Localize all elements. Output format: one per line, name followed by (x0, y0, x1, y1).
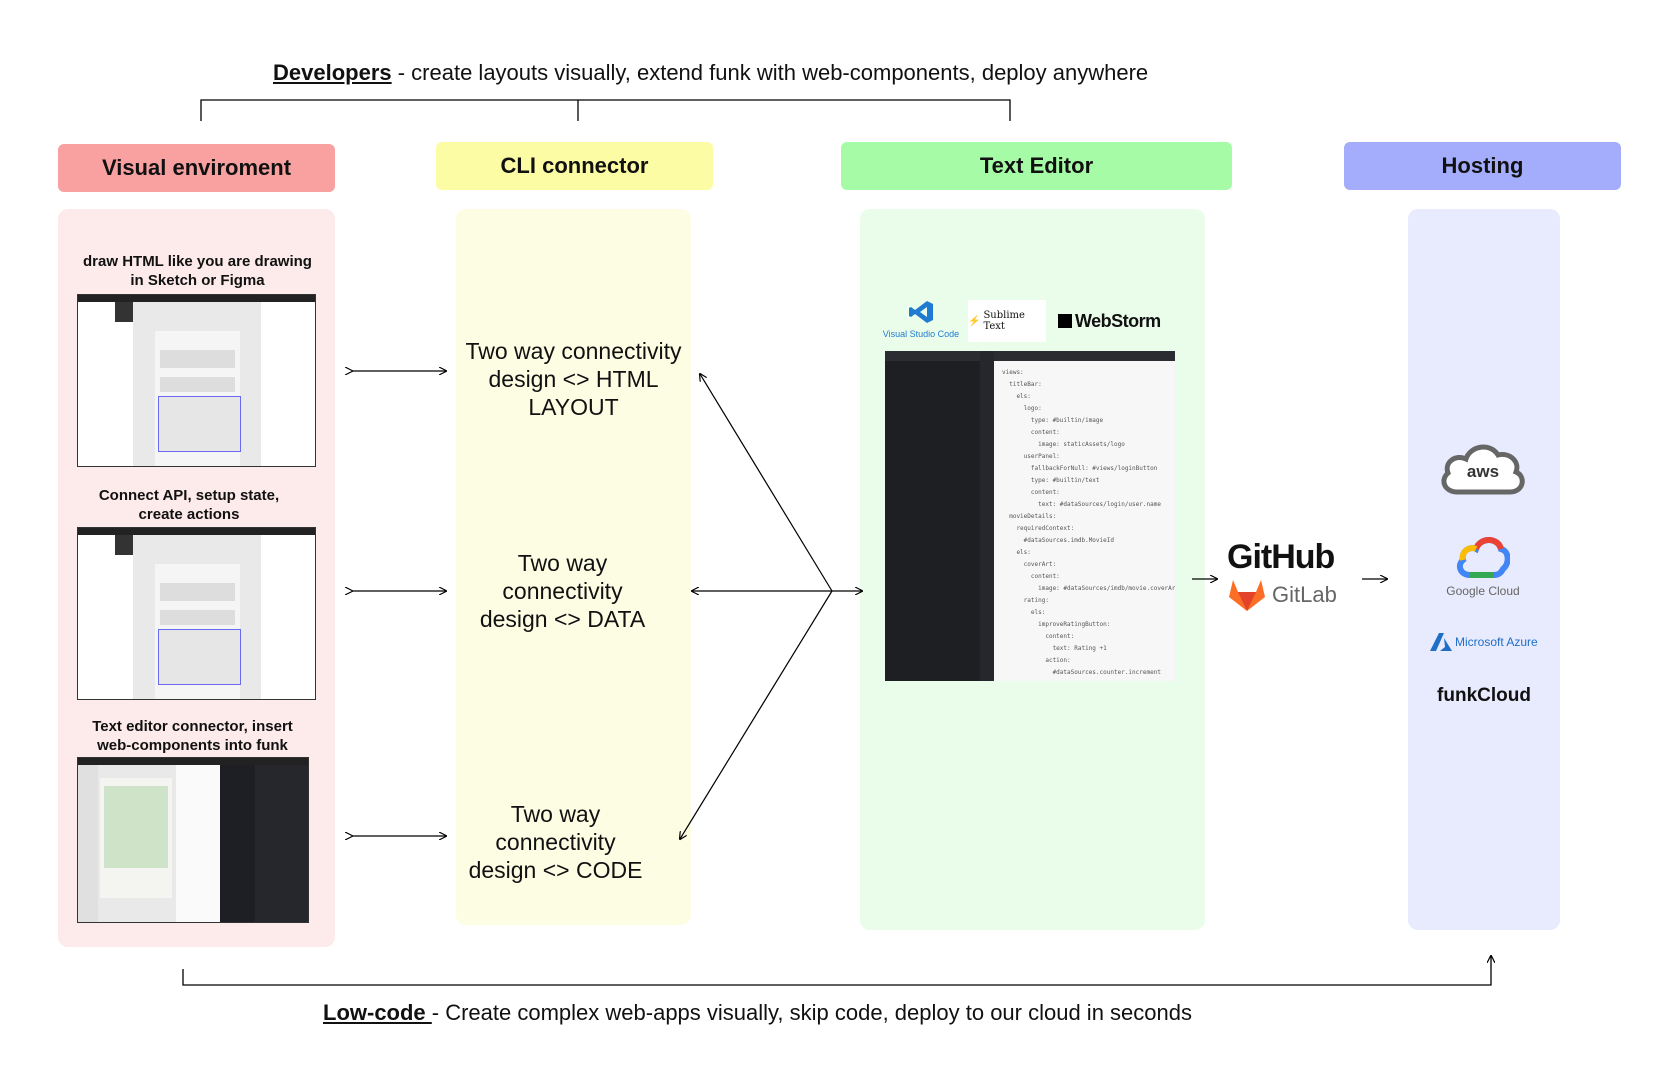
developers-label: Developers (273, 60, 392, 85)
header-visual-environment: Visual enviroment (58, 144, 335, 192)
code-line: content: (1002, 489, 1060, 496)
header-text-editor-label: Text Editor (979, 153, 1094, 178)
code-line: content: (1002, 429, 1060, 436)
developers-description: - create layouts visually, extend funk w… (391, 60, 1149, 85)
code-line: titleBar: (1002, 381, 1042, 388)
gitlab-logo: GitLab (1228, 578, 1337, 612)
code-line: type: #builtin/image (1002, 417, 1104, 424)
cli-item-code: Two way connectivity design <> CODE (468, 801, 643, 883)
code-line: requiredContext: (1002, 525, 1075, 532)
header-cli-connector-label: CLI connector (500, 153, 649, 178)
code-line: movieDetails: (1002, 513, 1057, 520)
cloud-icon (1441, 444, 1525, 495)
azure-icon (1430, 633, 1452, 651)
code-line: text: #dataSources/login/user.name (1002, 501, 1161, 508)
vscode-icon (909, 301, 933, 323)
code-line: action: (1002, 657, 1071, 664)
webstorm-label: WebStorm (1075, 310, 1161, 331)
aws-label: aws (1466, 462, 1500, 481)
developers-tagline: Developers - create layouts visually, ex… (273, 60, 1148, 86)
code-line: text: Rating +1 (1002, 645, 1107, 652)
sublime-text-logo: ⚡Sublime Text (968, 300, 1046, 342)
funkcloud-label: funkCloud (1437, 685, 1531, 706)
vscode-label: Visual Studio Code (882, 329, 960, 339)
sublime-label: Sublime Text (983, 310, 1025, 332)
webstorm-icon (1058, 314, 1072, 328)
top-bracket (200, 99, 1011, 121)
header-cli-connector: CLI connector (436, 142, 713, 190)
code-line: content: (1002, 633, 1075, 640)
bottom-bracket (182, 956, 1491, 986)
code-line: image: staticAssets/logo (1002, 441, 1125, 448)
low-code-label: Low-code (323, 1000, 432, 1025)
code-line: els: (1002, 393, 1031, 400)
aws-logo: aws (1438, 440, 1528, 500)
header-hosting-label: Hosting (1441, 153, 1524, 178)
code-line: fallbackForNull: #views/loginButton (1002, 465, 1158, 472)
sublime-icon: ⚡ (968, 315, 981, 327)
visual-builder-screenshot-2 (77, 527, 316, 700)
arrow-editor-to-layout (700, 374, 833, 592)
file-tree (885, 351, 980, 681)
github-logo: GitHub (1227, 538, 1335, 576)
arrow-editor-to-code (680, 590, 833, 839)
google-cloud-label: Google Cloud (1446, 584, 1520, 598)
code-line: els: (1002, 609, 1046, 616)
header-text-editor: Text Editor (841, 142, 1232, 190)
header-visual-environment-label: Visual enviroment (101, 155, 292, 180)
code-line: #dataSources.imdb.MovieId (1002, 537, 1114, 544)
panel-hosting (1408, 209, 1560, 930)
code-line: rating: (1002, 597, 1049, 604)
code-line: coverArt: (1002, 561, 1057, 568)
code-line: content: (1002, 573, 1060, 580)
google-cloud-icon (1456, 537, 1511, 578)
microsoft-azure-logo: Microsoft Azure (1430, 632, 1538, 652)
code-line: type: #builtin/text (1002, 477, 1100, 484)
visual-builder-screenshot-3 (77, 757, 309, 923)
code-line: logo: (1002, 405, 1042, 412)
gitlab-icon (1229, 580, 1265, 611)
microsoft-azure-label: Microsoft Azure (1455, 635, 1538, 649)
code-line: #dataSources.counter.increment (1002, 669, 1161, 676)
cli-item-layout: Two way connectivity design <> HTML LAYO… (465, 338, 682, 420)
code-editor-screenshot: views: titleBar: els: logo: type: #built… (885, 351, 1175, 681)
code-line: image: #dataSources/imdb/movie.coverArt (1002, 585, 1175, 592)
low-code-tagline: Low-code - Create complex web-apps visua… (323, 1000, 1192, 1026)
code-lines: views: titleBar: els: logo: type: #built… (1002, 367, 1175, 679)
gitlab-label: GitLab (1272, 582, 1337, 607)
google-cloud-logo: Google Cloud (1436, 535, 1530, 598)
cli-item-data: Two way connectivity design <> DATA (479, 550, 646, 632)
visual-item-1-title: draw HTML like you are drawing in Sketch… (83, 253, 312, 289)
code-line: improveRatingButton: (1002, 621, 1111, 628)
visual-item-2-title: Connect API, setup state, create actions (98, 487, 280, 523)
visual-builder-screenshot-1 (77, 294, 316, 467)
code-line: userPanel: (1002, 453, 1060, 460)
panel-cli-connector (456, 209, 691, 925)
webstorm-logo: WebStorm (1058, 310, 1161, 332)
low-code-description: - Create complex web-apps visually, skip… (431, 1000, 1192, 1025)
header-hosting: Hosting (1344, 142, 1621, 190)
vscode-logo: Visual Studio Code (880, 300, 962, 344)
code-line: views: (1002, 369, 1024, 376)
visual-item-3-title: Text editor connector, insert web-compon… (92, 718, 293, 754)
code-line: els: (1002, 549, 1031, 556)
